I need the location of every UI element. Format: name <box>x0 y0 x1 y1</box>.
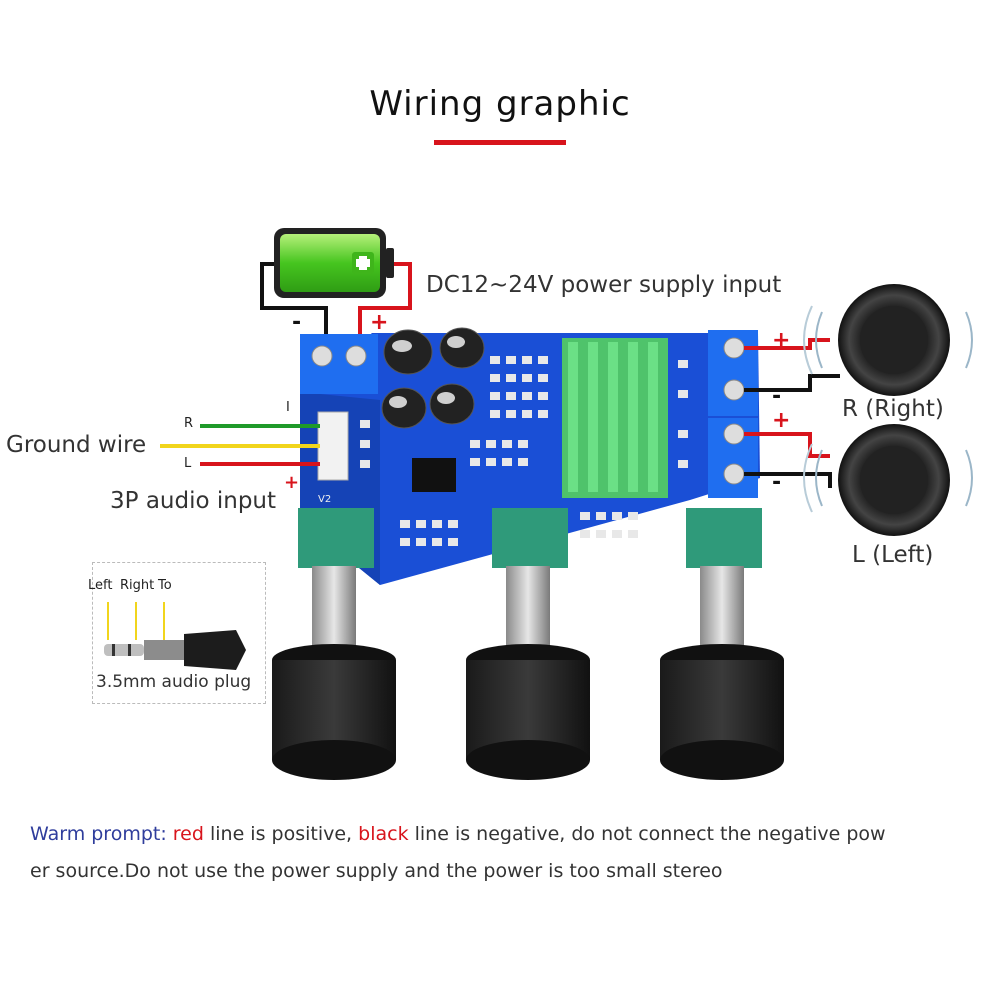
warning-text: Warm prompt: red line is positive, black… <box>30 816 980 890</box>
wire-right-negative <box>744 374 840 392</box>
volume-knobs <box>272 566 784 780</box>
speaker-right-label: R (Right) <box>842 396 944 422</box>
left-minus-sign: - <box>772 470 782 495</box>
title-underline <box>434 140 566 145</box>
warning-line-1: Warm prompt: red line is positive, black… <box>30 816 980 853</box>
audio-plug-icon <box>104 602 246 670</box>
wire-l-label: L <box>184 456 192 471</box>
battery-negative-wire <box>260 262 328 338</box>
ground-wire-label: Ground wire <box>6 432 147 458</box>
v2-label: V2 <box>318 494 332 505</box>
plug-right-label: Right <box>120 578 155 593</box>
wire-right-positive <box>744 338 830 350</box>
plug-to-label: To <box>158 578 172 593</box>
battery-icon <box>274 228 394 298</box>
speaker-left-icon <box>803 424 973 536</box>
plug-caption: 3.5mm audio plug <box>96 672 252 692</box>
page-title: Wiring graphic <box>369 84 631 124</box>
speaker-left-label: L (Left) <box>852 542 934 568</box>
warning-red-word: red <box>172 823 204 845</box>
warning-line-2: er source.Do not use the power supply an… <box>30 860 723 882</box>
warning-mid-1: line is positive, <box>203 823 359 845</box>
audio-input-label: 3P audio input <box>110 488 277 514</box>
battery-minus-sign: - <box>292 310 302 335</box>
right-minus-sign: - <box>772 384 782 409</box>
plug-left-label: Left <box>88 578 113 593</box>
warning-prefix: Warm prompt: <box>30 823 173 845</box>
right-plus-sign: + <box>772 328 791 353</box>
warning-black-word: black <box>358 823 409 845</box>
audio-plug-panel <box>92 562 266 704</box>
power-input-label: DC12~24V power supply input <box>426 272 782 298</box>
speaker-right-icon <box>803 284 973 396</box>
wire-r-label: R <box>184 416 194 431</box>
amplifier-board <box>298 327 762 585</box>
battery-positive-wire <box>358 262 412 338</box>
wire-left-negative <box>744 472 832 488</box>
wire-i-label: I <box>286 400 290 415</box>
heatsink <box>562 338 668 498</box>
left-plus-sign: + <box>772 408 791 433</box>
battery-plus-sign: + <box>370 310 389 335</box>
warning-mid-2: line is negative, do not connect the neg… <box>408 823 886 845</box>
audio-plus-sign: + <box>284 472 300 493</box>
